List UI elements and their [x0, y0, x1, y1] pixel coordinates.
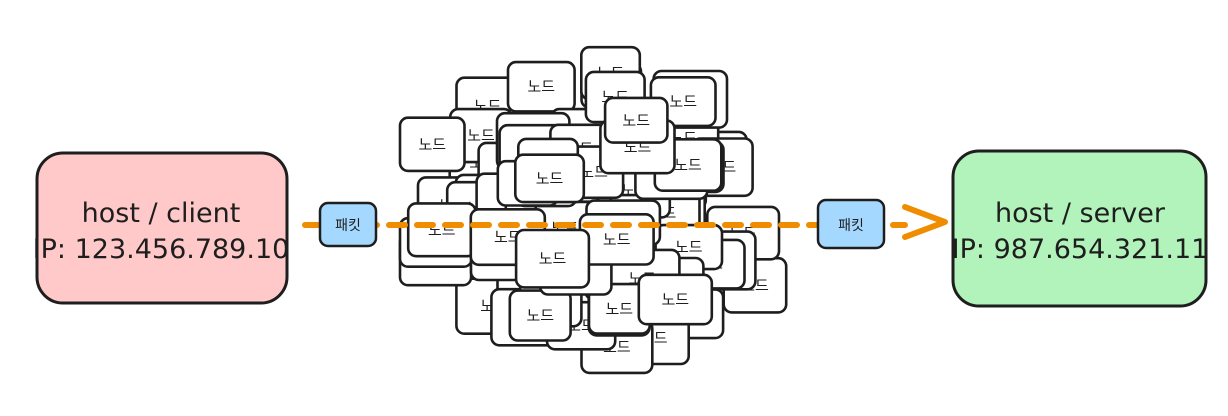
network-node-box [514, 228, 591, 289]
network-node-label: 노드 [622, 111, 650, 129]
server-host-ip: IP: 987.654.321.11 [952, 234, 1209, 265]
network-node-label: 노드 [526, 307, 554, 325]
network-node-label: 노드 [661, 291, 689, 309]
server-host-box [951, 149, 1208, 308]
network-node: 노드 [637, 273, 714, 326]
network-node-label: 노드 [603, 230, 631, 248]
packet-path-arrow [302, 204, 948, 240]
client-host: host / client IP: 123.456.789.10 [33, 151, 290, 305]
network-node-label: 노드 [605, 300, 633, 318]
network-node-label: 노드 [675, 238, 703, 256]
client-host-box [35, 151, 289, 305]
network-node-label: 노드 [536, 169, 564, 187]
server-host: host / server IP: 987.654.321.11 [951, 149, 1209, 308]
network-node: 노드 [603, 96, 669, 144]
network-node: 노드 [398, 116, 466, 173]
network-node: 노드 [578, 213, 655, 266]
packet-client-side: 패킷 [318, 201, 378, 248]
arrowhead-icon [902, 204, 948, 240]
network-node-label: 노드 [539, 250, 567, 268]
network-node-box [513, 153, 586, 204]
network-node-box [603, 96, 669, 144]
client-host-title: host / client [82, 198, 241, 229]
client-host-ip: IP: 123.456.789.10 [33, 234, 290, 265]
network-node: 노드 [514, 228, 591, 289]
network-node: 노드 [508, 289, 572, 342]
network-node-box [506, 60, 576, 113]
network-node-label: 노드 [669, 93, 697, 111]
server-host-title: host / server [995, 198, 1166, 229]
packet-server-side: 패킷 [816, 198, 886, 250]
network-node-cloud: 노드노드노드노드노드노드노드노드노드노드노드노드노드노드노드노드노드노드노드노드… [398, 45, 788, 375]
network-node-label: 노드 [418, 135, 446, 153]
network-node: 노드 [513, 153, 586, 204]
network-node-label: 노드 [467, 127, 495, 145]
network-node: 노드 [506, 60, 576, 113]
network-node-label: 노드 [527, 78, 555, 96]
packet-label: 패킷 [838, 218, 864, 234]
network-node: 노드 [406, 202, 477, 258]
packet-box [318, 201, 378, 248]
network-node-box [637, 273, 714, 326]
packet-label: 패킷 [335, 218, 361, 234]
packet-box [816, 198, 886, 250]
network-node-box [398, 116, 466, 173]
network-node-label: 노드 [674, 156, 702, 174]
